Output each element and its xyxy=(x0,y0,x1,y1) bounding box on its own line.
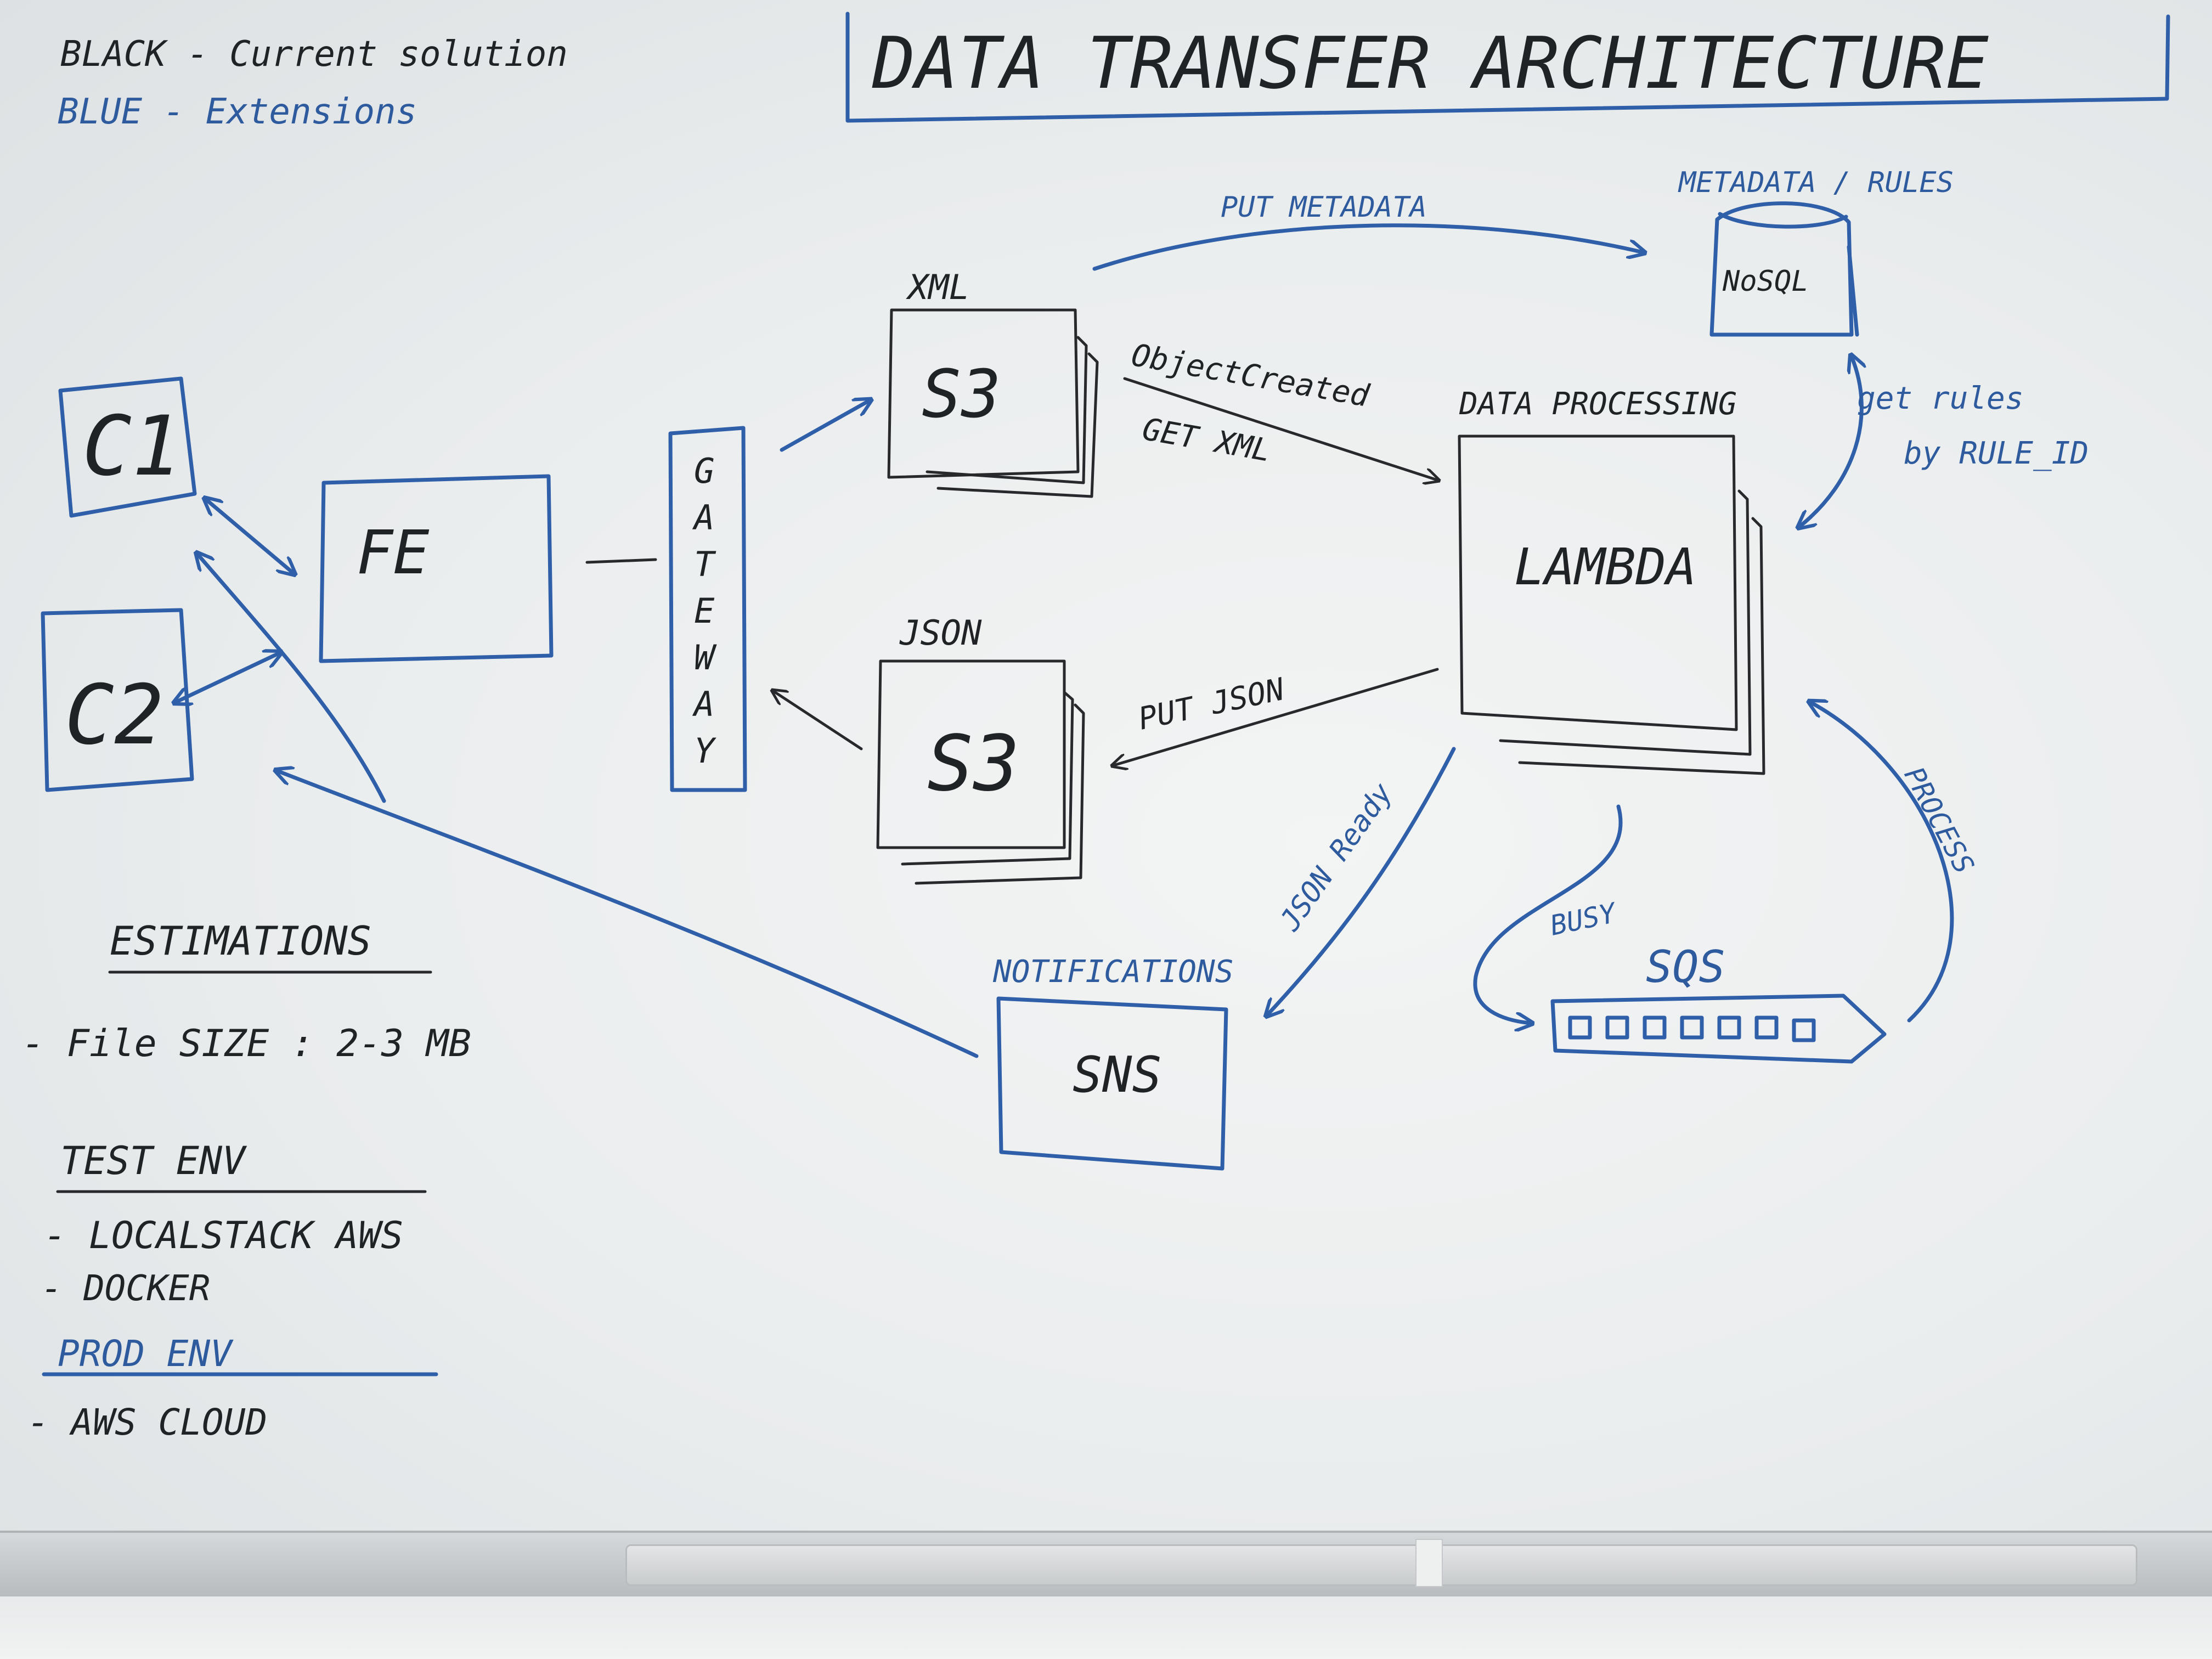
c2-fe-arrow xyxy=(176,653,280,702)
queue-slot xyxy=(1568,1015,1592,1040)
gateway-box xyxy=(668,426,747,792)
client-c1-box xyxy=(58,376,197,518)
queue-slot xyxy=(1643,1015,1667,1040)
note-localstack: - LOCALSTACK AWS xyxy=(44,1214,403,1257)
whiteboard xyxy=(0,0,2212,1531)
tray-clip xyxy=(1415,1539,1443,1587)
s3json-gateway-arrow xyxy=(774,691,863,751)
s3-json-stack xyxy=(876,659,1085,885)
edge-process: PROCESS xyxy=(1898,761,1980,878)
edge-json-ready: JSON Ready xyxy=(1273,777,1400,937)
sns-caption: NOTIFICATIONS xyxy=(992,954,1233,990)
s3-json-label: S3 xyxy=(927,719,1020,809)
client-c1-label: C1 xyxy=(82,399,182,494)
client-c2-box xyxy=(41,608,194,792)
page-title: DATA TRANSFER ARCHITECTURE xyxy=(872,21,1989,105)
gateway-letter: E xyxy=(694,591,715,631)
gateway-s3xml-arrow xyxy=(780,400,870,452)
prod-env-heading: PROD ENV xyxy=(58,1333,234,1375)
sns-label: SNS xyxy=(1073,1046,1162,1104)
json-ready-arrow xyxy=(1267,747,1456,1015)
busy-arrow xyxy=(1473,804,1623,1023)
lambda-label: LAMBDA xyxy=(1514,538,1696,596)
edge-get-rules: get rules xyxy=(1857,381,2023,416)
s3-json-caption: JSON xyxy=(899,613,982,653)
s3-xml-stack xyxy=(887,308,1099,498)
gateway-letter: A xyxy=(692,498,714,538)
nosql-label: NoSQL xyxy=(1722,265,1809,298)
sqs-label: SQS xyxy=(1646,941,1725,992)
sns-c1-arrow xyxy=(198,554,386,803)
gateway-letter: T xyxy=(694,544,716,584)
title-frame xyxy=(845,12,2170,123)
queue-slot xyxy=(1717,1015,1741,1040)
sns-c2-arrow xyxy=(277,771,979,1058)
gateway-letter: Y xyxy=(694,731,716,771)
sns-box xyxy=(996,996,1228,1171)
queue-slot xyxy=(1680,1015,1704,1040)
estimations-heading: ESTIMATIONS xyxy=(110,918,371,964)
fe-label: FE xyxy=(357,517,430,588)
wall-below xyxy=(0,1596,2212,1659)
fe-gateway-line xyxy=(585,558,657,564)
c1-fe-arrow xyxy=(206,499,294,573)
lambda-caption: DATA PROCESSING xyxy=(1459,386,1737,422)
fe-box xyxy=(319,474,554,663)
client-c2-label: C2 xyxy=(65,668,164,763)
note-file-size: - File SIZE : 2-3 MB xyxy=(22,1022,471,1065)
edge-by-rule-id: by RULE_ID xyxy=(1904,436,2089,471)
lambda-stack xyxy=(1458,435,1765,775)
lambda-s3json-arrow xyxy=(1114,668,1439,765)
legend-black: BLACK - Current solution xyxy=(60,34,568,75)
s3xml-lambda-arrow xyxy=(1123,377,1437,480)
marker-tray xyxy=(625,1544,2137,1586)
queue-slot xyxy=(1754,1015,1779,1040)
gateway-letter: A xyxy=(692,684,714,724)
process-arrow xyxy=(1810,702,1954,1023)
get-rules-arrow xyxy=(1799,357,1861,527)
nosql-caption: METADATA / RULES xyxy=(1678,166,1954,199)
legend-blue: BLUE - Extensions xyxy=(58,92,417,132)
edge-put-metadata: PUT METADATA xyxy=(1221,191,1427,224)
test-env-heading: TEST ENV xyxy=(60,1138,247,1183)
nosql-db xyxy=(1709,201,1859,337)
note-aws-cloud: - AWS CLOUD xyxy=(27,1401,267,1443)
s3-xml-label: S3 xyxy=(922,357,1001,433)
queue-slot xyxy=(1792,1018,1816,1042)
edge-busy: BUSY xyxy=(1547,896,1620,941)
put-metadata-arrow xyxy=(1092,223,1643,271)
sqs-queue xyxy=(1550,994,1887,1064)
gateway-letter: G xyxy=(694,451,714,491)
gateway-letters: G A T E W A Y xyxy=(692,451,717,771)
queue-slot xyxy=(1605,1015,1629,1040)
gateway-letter: W xyxy=(694,637,717,678)
s3-xml-caption: XML xyxy=(906,267,969,307)
edge-put-json: PUT JSON xyxy=(1135,672,1288,737)
edge-object-created: ObjectCreated xyxy=(1129,337,1373,414)
note-docker: - DOCKER xyxy=(41,1268,210,1309)
